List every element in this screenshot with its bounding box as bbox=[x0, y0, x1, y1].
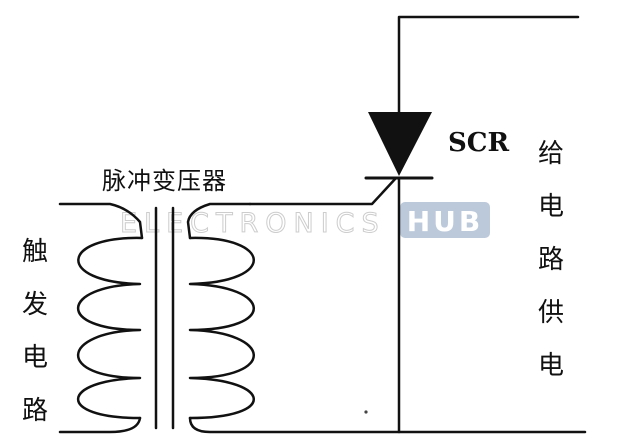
trigger-label-char: 触 bbox=[21, 237, 48, 267]
trigger-label-char: 电 bbox=[21, 343, 48, 373]
transformer-label: 脉冲变压器 bbox=[102, 167, 227, 195]
watermark-badge bbox=[400, 202, 490, 238]
secondary-lead-top bbox=[186, 202, 252, 240]
scr-label: SCR bbox=[448, 128, 510, 158]
secondary-coil bbox=[188, 236, 255, 420]
anode-wire bbox=[397, 15, 580, 114]
watermark: ELECTRONICS HUB bbox=[120, 202, 490, 240]
watermark-badge-text: HUB bbox=[407, 205, 484, 238]
trigger-label-char: 路 bbox=[21, 396, 48, 426]
primary-lead-bottom bbox=[58, 416, 142, 434]
scr-anode-triangle bbox=[368, 112, 432, 176]
power-supply-label: 给 电 路 供 电 bbox=[536, 128, 566, 393]
supply-label-char: 供 bbox=[537, 298, 564, 328]
supply-label-char: 给 bbox=[537, 139, 564, 169]
watermark-text: ELECTRONICS bbox=[120, 208, 386, 239]
trigger-circuit-label: 触 发 电 路 bbox=[20, 226, 50, 438]
supply-label-char: 路 bbox=[537, 245, 564, 275]
gate-lead bbox=[248, 176, 398, 206]
junction-dot bbox=[364, 410, 368, 414]
primary-coil bbox=[77, 236, 144, 420]
primary-lead-top bbox=[58, 202, 144, 240]
trigger-label-char: 发 bbox=[21, 290, 48, 320]
supply-label-char: 电 bbox=[537, 192, 564, 222]
secondary-lead-bottom bbox=[188, 416, 587, 434]
supply-label-char: 电 bbox=[537, 351, 564, 381]
